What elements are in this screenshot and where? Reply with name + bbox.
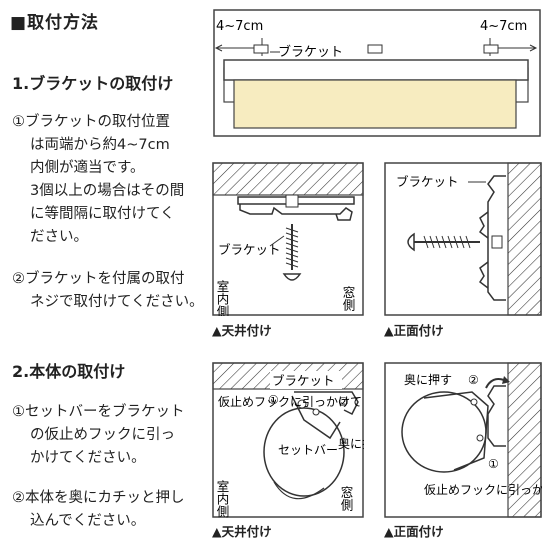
section1-step1: ①ブラケットの取付位置 は両端から約4~7cm 内側が適当です。 3個以上の場合… bbox=[12, 111, 184, 249]
step-line: 込んでください。 bbox=[30, 513, 146, 529]
push-label: 奥に押す bbox=[404, 373, 452, 387]
face-mount-bracket-diagram: ブラケット bbox=[384, 162, 542, 316]
bracket-left-icon bbox=[253, 44, 269, 54]
hook-number: ① bbox=[488, 457, 499, 471]
section2-title: 2.本体の取付け bbox=[12, 362, 126, 381]
face-mount-body-caption: ▲正面付け bbox=[384, 524, 444, 539]
bracket-position-diagram: 4~7cm 4~7cm ブラケット bbox=[213, 9, 541, 137]
blind-shade bbox=[233, 79, 517, 129]
ceiling-mount-bracket-diagram: ブラケット 室内側 窓側 bbox=[212, 162, 364, 316]
ceiling-hatch bbox=[212, 162, 364, 196]
step-number: ① bbox=[12, 404, 25, 420]
room-side-label: 室内側 bbox=[215, 279, 230, 316]
step-line: ださい。 bbox=[30, 229, 88, 245]
setbar-label: セットバー bbox=[278, 443, 338, 457]
bracket-label: ブラケット bbox=[396, 174, 459, 189]
window-side-label: 窓側 bbox=[341, 285, 356, 311]
step-line: の仮止めフックに引っ bbox=[30, 427, 175, 443]
bracket-icon bbox=[487, 175, 506, 301]
headrail bbox=[223, 59, 529, 81]
room-side-label: 室内側 bbox=[215, 479, 230, 518]
bracket-center-icon bbox=[367, 44, 383, 54]
ceiling-mount-body-caption: ▲天井付け bbox=[212, 524, 272, 539]
hook-label-line1: 仮止めフックに引っかけて bbox=[218, 395, 362, 409]
section2-step2: ②本体を奥にカチッと押し 込んでください。 bbox=[12, 487, 185, 533]
step-line: ブラケットを付属の取付 bbox=[25, 271, 185, 287]
bracket-label: ブラケット bbox=[218, 242, 281, 257]
page-title: ■取付方法 bbox=[10, 8, 99, 33]
hook-number: ① bbox=[268, 393, 279, 407]
page-title-text: 取付方法 bbox=[27, 13, 100, 33]
ceiling-mount-caption: ▲天井付け bbox=[212, 323, 272, 338]
window-side-label: 窓側 bbox=[339, 485, 354, 511]
wall-hatch bbox=[507, 362, 542, 518]
step-number: ② bbox=[12, 490, 25, 506]
step-line: 3個以上の場合はその間 bbox=[30, 183, 185, 199]
step-number: ① bbox=[12, 114, 25, 130]
step-line: セットバーをブラケット bbox=[25, 404, 185, 420]
face-mount-caption: ▲正面付け bbox=[384, 323, 444, 338]
bracket-icon bbox=[294, 391, 359, 416]
push-number: ② bbox=[338, 395, 349, 409]
push-label: 奥に押す bbox=[338, 437, 364, 451]
push-number: ② bbox=[468, 373, 479, 387]
push-arrow-icon bbox=[485, 378, 505, 389]
bracket-icon bbox=[487, 385, 506, 447]
left-dimension-label: 4~7cm bbox=[216, 19, 263, 34]
step-line: ネジで取付けてください。 bbox=[30, 294, 204, 310]
step-line: ブラケットの取付位置 bbox=[25, 114, 170, 130]
ceiling-mount-body-diagram: ブラケット 仮止めフックに引っかけて ① ② 奥に押す セットバー 室内側 窓側 bbox=[212, 362, 364, 518]
bracket-label: ブラケット bbox=[278, 44, 343, 60]
hook-label: 仮止めフックに引っかけて bbox=[424, 483, 542, 497]
step-line: 内側が適当です。 bbox=[30, 160, 145, 176]
step-line: かけてください。 bbox=[30, 450, 146, 466]
bracket-right-icon bbox=[483, 44, 499, 54]
bracket-label: ブラケット bbox=[272, 373, 335, 388]
step-line: 本体を奥にカチッと押し bbox=[25, 490, 185, 506]
section2-step1: ①セットバーをブラケット の仮止めフックに引っ かけてください。 bbox=[12, 401, 185, 470]
step-line: に等間隔に取付けてく bbox=[30, 206, 175, 222]
square-marker: ■ bbox=[10, 13, 28, 33]
bracket-icon bbox=[239, 197, 353, 221]
section1-step2: ②ブラケットを付属の取付 ネジで取付けてください。 bbox=[12, 268, 204, 314]
wall-hatch bbox=[507, 162, 542, 316]
section1-title: 1.ブラケットの取付け bbox=[12, 74, 174, 93]
step-line: は両端から約4~7cm bbox=[30, 137, 170, 153]
face-mount-body-diagram: 奥に押す ② ① 仮止めフックに引っかけて bbox=[384, 362, 542, 518]
right-dimension-label: 4~7cm bbox=[480, 19, 527, 34]
step-number: ② bbox=[12, 271, 25, 287]
